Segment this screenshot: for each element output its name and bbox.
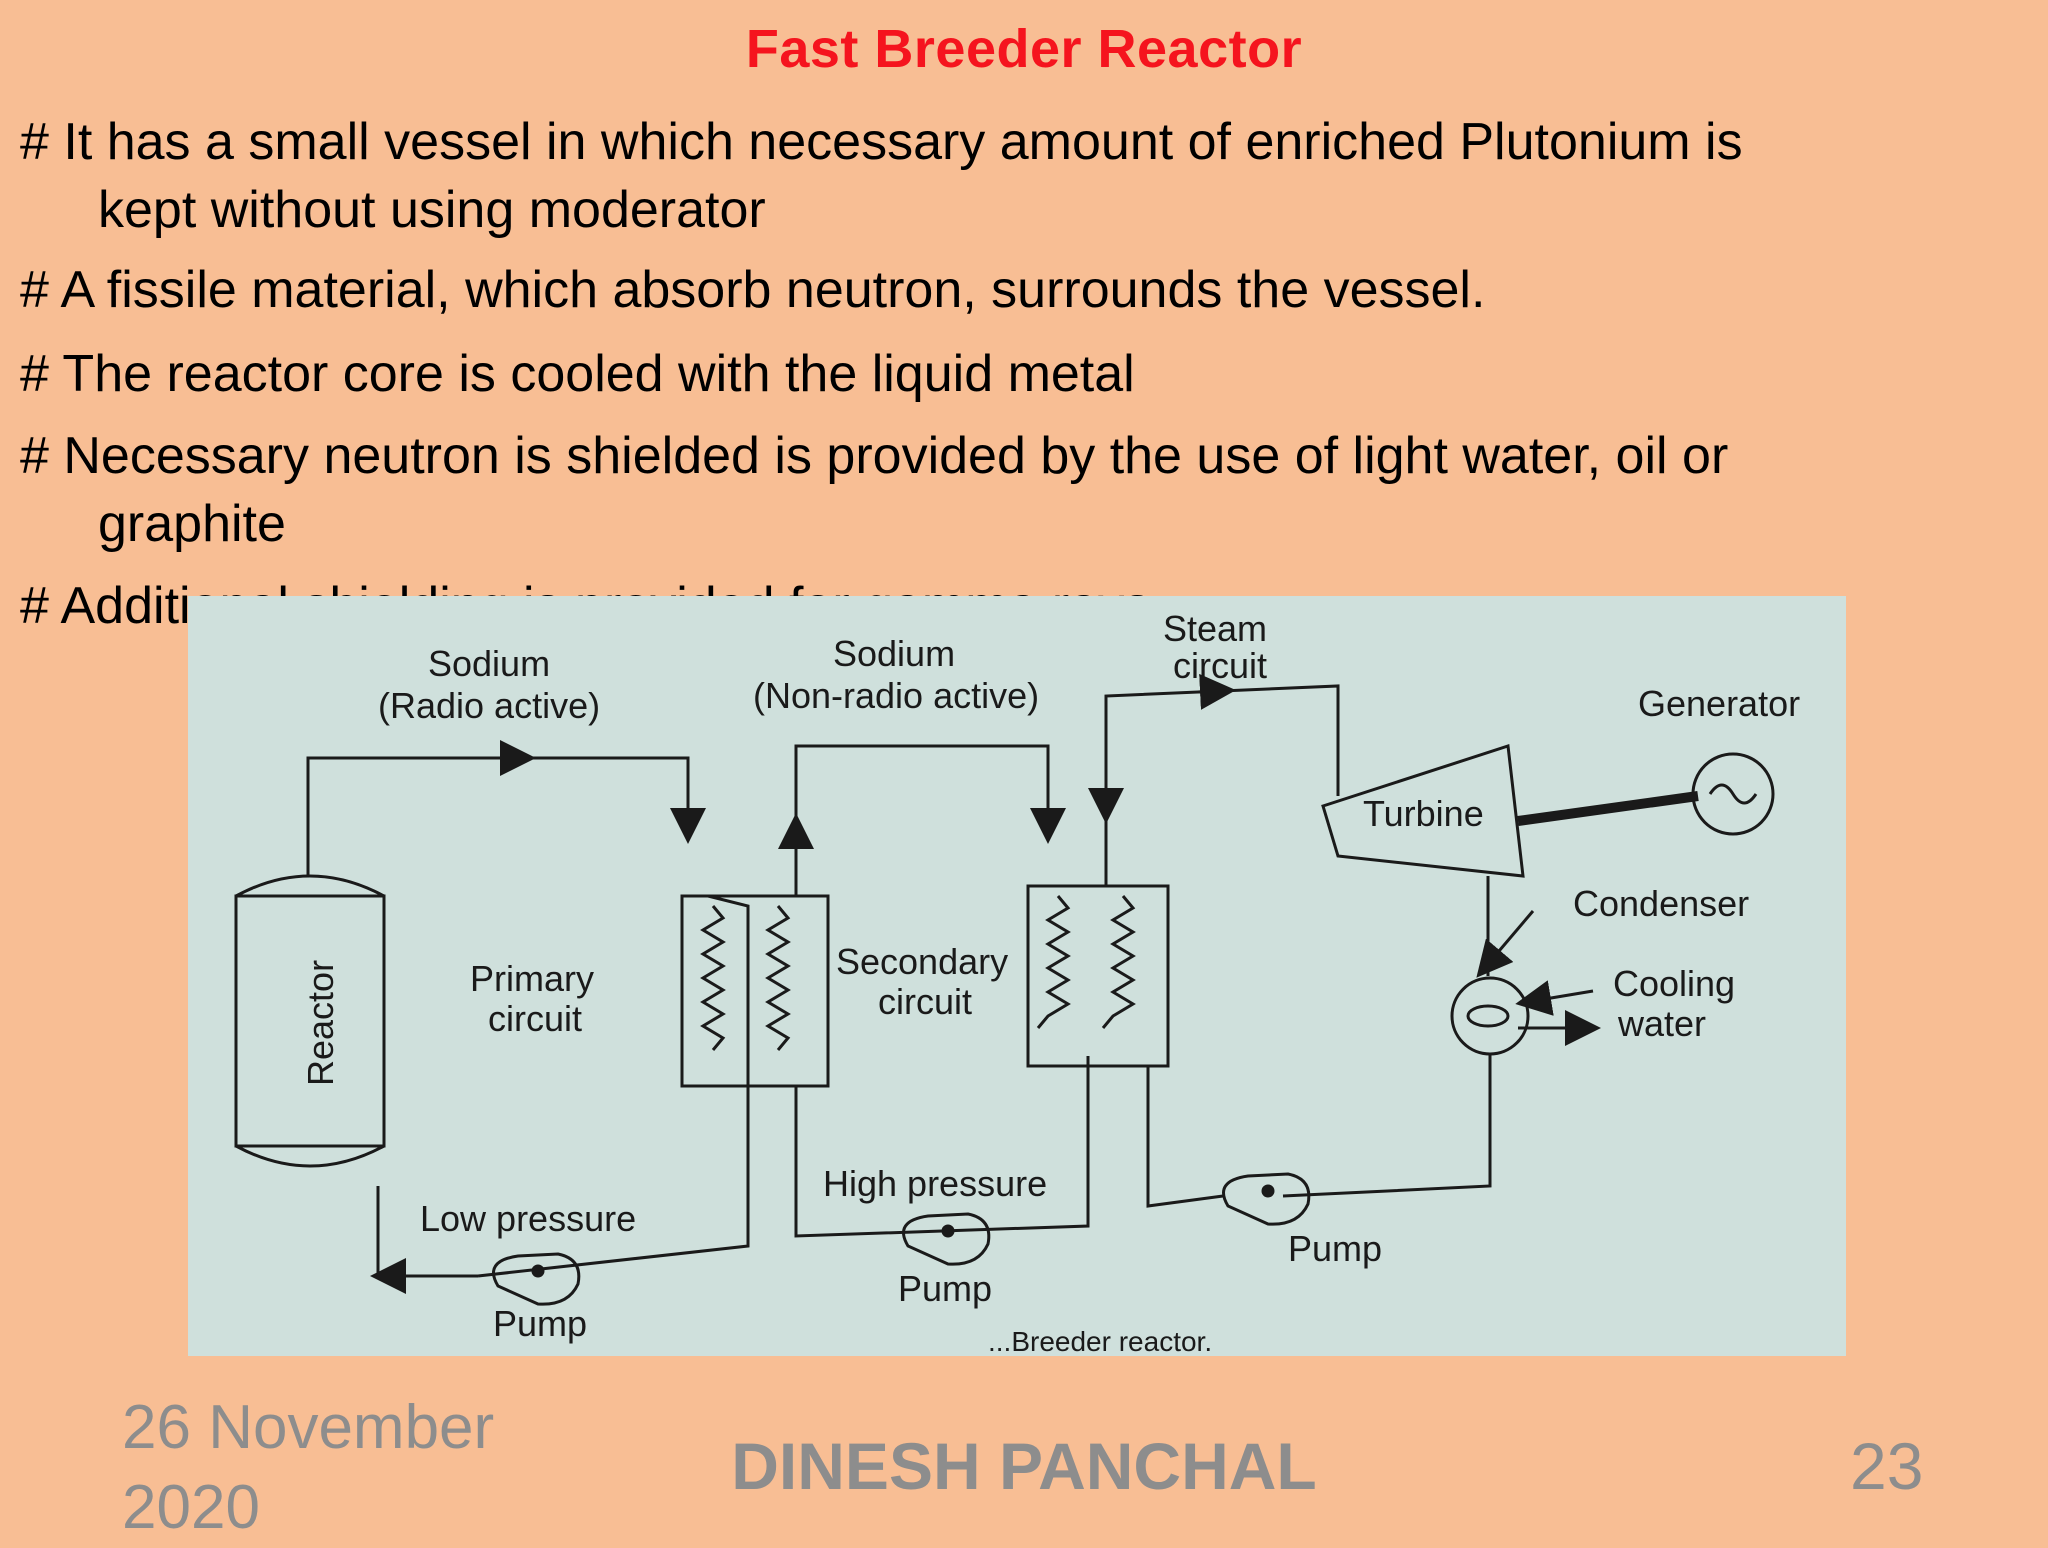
label-caption-fragment: ...Breeder reactor. xyxy=(988,1326,1212,1356)
reactor-vessel xyxy=(234,894,386,1148)
label-reactor: Reactor xyxy=(300,960,341,1086)
label-cooling-sub: water xyxy=(1617,1003,1706,1044)
hx1-primary-coil xyxy=(700,905,726,1051)
label-primary-sub: circuit xyxy=(488,998,582,1039)
secondary-return-pipe xyxy=(794,1056,1090,1238)
condensate-line xyxy=(1282,1054,1492,1198)
condenser-pointer xyxy=(1476,910,1535,978)
bullet-4-line1: # Necessary neutron is shielded is provi… xyxy=(20,427,1729,485)
label-sodium-radio-sub: (Radio active) xyxy=(378,685,600,726)
bullet-1-line2: kept without using moderator xyxy=(98,181,766,239)
hx2-sodium-coil xyxy=(1036,895,1071,1029)
label-pump-high: Pump xyxy=(898,1268,992,1309)
condenser-coil xyxy=(1466,1004,1510,1028)
label-sodium-nonradio-sub: (Non-radio active) xyxy=(753,675,1039,716)
feedwater-line xyxy=(1146,1066,1224,1208)
label-steam-sub: circuit xyxy=(1173,645,1267,686)
bullet-2: # A fissile material, which absorb neutr… xyxy=(20,256,1485,324)
condenser xyxy=(1450,976,1530,1056)
reactor-bottom-dome xyxy=(235,1144,385,1168)
hx2-steam-coil xyxy=(1101,895,1136,1029)
label-condenser: Condenser xyxy=(1573,883,1749,924)
bullet-3-line1: # The reactor core is cooled with the li… xyxy=(20,345,1135,403)
pump-low-pressure xyxy=(492,1252,581,1306)
pump-feedwater xyxy=(1222,1172,1311,1226)
hx1-secondary-coil xyxy=(765,905,791,1051)
generator-shaft xyxy=(1517,791,1699,826)
footer-page-number: 23 xyxy=(1850,1429,1924,1503)
cooling-in-arrow xyxy=(1515,980,1594,1016)
label-sodium-radio: Sodium xyxy=(428,643,550,684)
bullet-4-line2: graphite xyxy=(98,495,286,553)
label-low-pressure: Low pressure xyxy=(420,1198,636,1239)
reactor-top-dome xyxy=(235,874,385,898)
generator-circle xyxy=(1691,752,1775,836)
label-secondary-sub: circuit xyxy=(878,981,972,1022)
label-pump-feed: Pump xyxy=(1288,1228,1382,1269)
heat-exchanger-1 xyxy=(680,894,830,1088)
label-high-pressure: High pressure xyxy=(823,1163,1047,1204)
turbine xyxy=(1321,744,1525,878)
generator-symbol xyxy=(1708,783,1758,805)
footer-date: 26 November 2020 xyxy=(122,1393,495,1542)
bullet-2-line1: # A fissile material, which absorb neutr… xyxy=(20,261,1486,319)
label-generator: Generator xyxy=(1638,683,1800,724)
label-sodium-nonradio: Sodium xyxy=(833,633,955,674)
fbr-schematic-svg: Sodium (Radio active) Sodium (Non-radio … xyxy=(234,608,1800,1356)
label-steam: Steam xyxy=(1163,608,1267,649)
fbr-schematic-diagram: Sodium (Radio active) Sodium (Non-radio … xyxy=(188,596,1846,1356)
bullet-1-line1: # It has a small vessel in which necessa… xyxy=(20,113,1743,171)
bullet-3: # The reactor core is cooled with the li… xyxy=(20,340,1135,408)
primary-hot-leg xyxy=(306,756,690,876)
bullet-1: # It has a small vessel in which necessa… xyxy=(20,108,1743,244)
primary-return-pipe xyxy=(477,894,750,1278)
secondary-hot-leg xyxy=(794,744,1050,896)
label-turbine: Turbine xyxy=(1363,793,1484,834)
heat-exchanger-2 xyxy=(1026,884,1170,1068)
bullet-4: # Necessary neutron is shielded is provi… xyxy=(20,422,1728,558)
steam-line xyxy=(1104,684,1340,886)
label-cooling: Cooling xyxy=(1613,963,1735,1004)
footer-author: DINESH PANCHAL xyxy=(731,1429,1317,1503)
pump-high-pressure xyxy=(902,1212,991,1266)
label-primary: Primary xyxy=(470,958,594,999)
slide-title: Fast Breeder Reactor xyxy=(745,19,1303,79)
label-secondary: Secondary xyxy=(836,941,1008,982)
label-pump-low: Pump xyxy=(493,1303,587,1344)
